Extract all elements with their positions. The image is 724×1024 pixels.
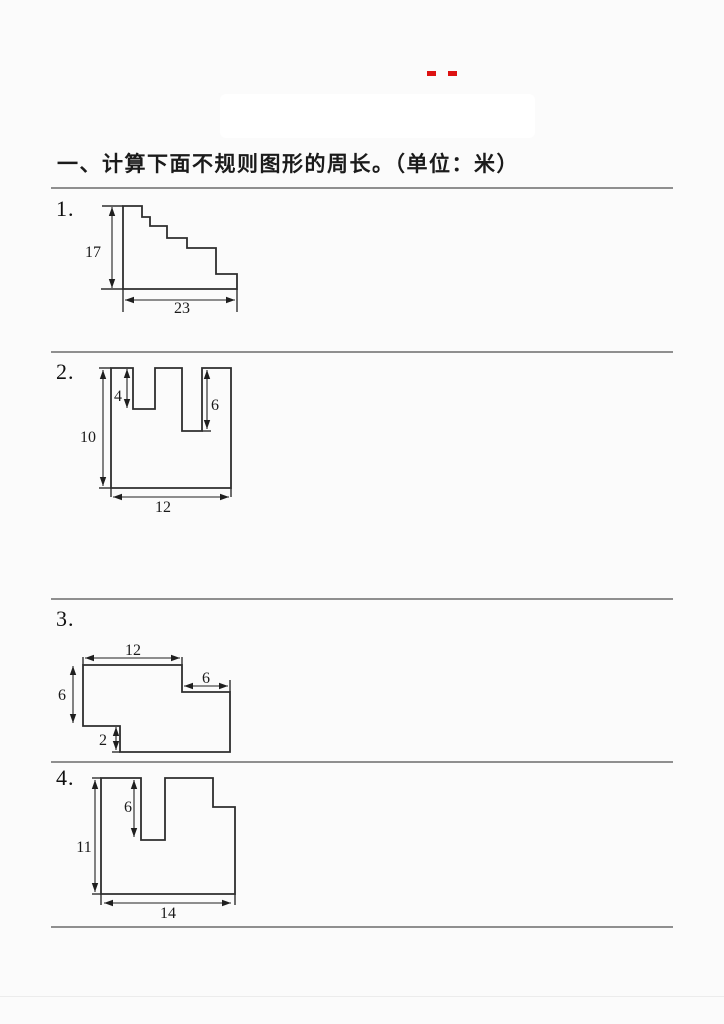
problem-number-4: 4. [56,765,75,790]
arrowhead-icon [69,666,77,675]
arrowhead-icon [203,420,211,429]
arrowhead-icon [220,493,229,501]
arrowhead-icon [108,207,116,216]
red-dash-mark-left [427,71,436,76]
scan-highlight-patch [220,94,535,138]
dimension-label: 14 [160,905,176,922]
problem-number-2: 2. [56,359,75,384]
dimension-label: 6 [211,397,219,414]
shape-outline [122,205,238,290]
dimension-label: 6 [124,799,132,816]
dimension-label: 6 [58,687,66,704]
dimension-label: 17 [85,244,101,261]
problem-number-3: 3. [56,606,75,631]
arrowhead-icon [112,741,120,750]
section-heading: 一、计算下面不规则图形的周长。（单位：米） [57,152,519,176]
arrowhead-icon [171,654,180,662]
page-bottom-edge [0,996,724,997]
dimension-label: 6 [202,670,210,687]
figure-problem-2: 10 4 6 12 [80,367,232,516]
arrowhead-icon [69,714,77,723]
arrowhead-icon [99,370,107,379]
arrowhead-icon [113,493,122,501]
arrowhead-icon [130,828,138,837]
arrowhead-icon [112,727,120,736]
separator-line-4 [51,761,673,763]
separator-line-3 [51,598,673,600]
arrowhead-icon [226,296,235,304]
arrowhead-icon [123,369,131,378]
arrowhead-icon [108,279,116,288]
dimension-label: 12 [155,499,171,516]
arrowhead-icon [85,654,94,662]
separator-line-2 [51,351,673,353]
figure-problem-3: 12 6 6 2 [58,642,231,753]
problem-number-1: 1. [56,196,75,221]
dimension-label: 12 [125,642,141,659]
dimension-label: 23 [174,300,190,317]
dimension-label: 11 [76,839,91,856]
figure-problem-4: 11 6 14 [76,777,236,922]
arrowhead-icon [91,780,99,789]
arrowhead-icon [104,899,113,907]
arrowhead-icon [203,370,211,379]
arrowhead-icon [123,399,131,408]
red-dash-mark-right [448,71,457,76]
arrowhead-icon [219,682,228,690]
dimension-label: 10 [80,429,96,446]
dimension-label: 2 [99,732,107,749]
shape-outline [100,777,236,895]
separator-line-5 [51,926,673,928]
shape-outline [82,664,231,753]
arrowhead-icon [91,883,99,892]
arrowhead-icon [130,780,138,789]
shape-outline [110,367,232,489]
arrowhead-icon [222,899,231,907]
arrowhead-icon [184,682,193,690]
separator-line-1 [51,187,673,189]
arrowhead-icon [99,477,107,486]
arrowhead-icon [125,296,134,304]
dimension-label: 4 [114,388,122,405]
